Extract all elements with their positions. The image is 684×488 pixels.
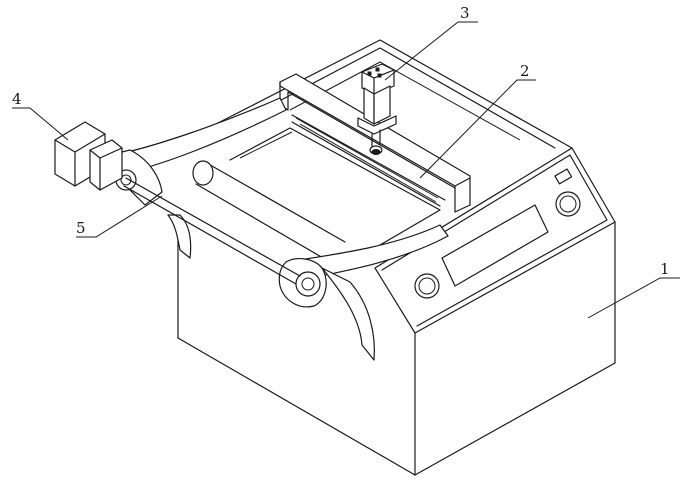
- label-2: 2: [520, 62, 530, 80]
- indicator-light: [554, 168, 573, 185]
- display-screen: [441, 204, 549, 287]
- callout-2: 2: [419, 62, 536, 179]
- label-3: 3: [460, 4, 470, 22]
- label-1: 1: [660, 260, 670, 278]
- callout-3: 3: [384, 4, 478, 81]
- control-panel: [414, 168, 581, 299]
- cylinder-actuator: [357, 63, 397, 155]
- callouts: 1 2 3 4 5: [12, 4, 680, 319]
- knob-left: [414, 273, 440, 299]
- callout-1: 1: [587, 260, 680, 319]
- knob-right: [555, 191, 581, 217]
- label-5: 5: [76, 219, 86, 237]
- callout-5: 5: [76, 195, 163, 238]
- work-bed: [229, 127, 441, 246]
- callout-4: 4: [12, 90, 69, 141]
- motor: [54, 121, 123, 191]
- roller: [192, 160, 346, 263]
- label-4: 4: [12, 90, 22, 108]
